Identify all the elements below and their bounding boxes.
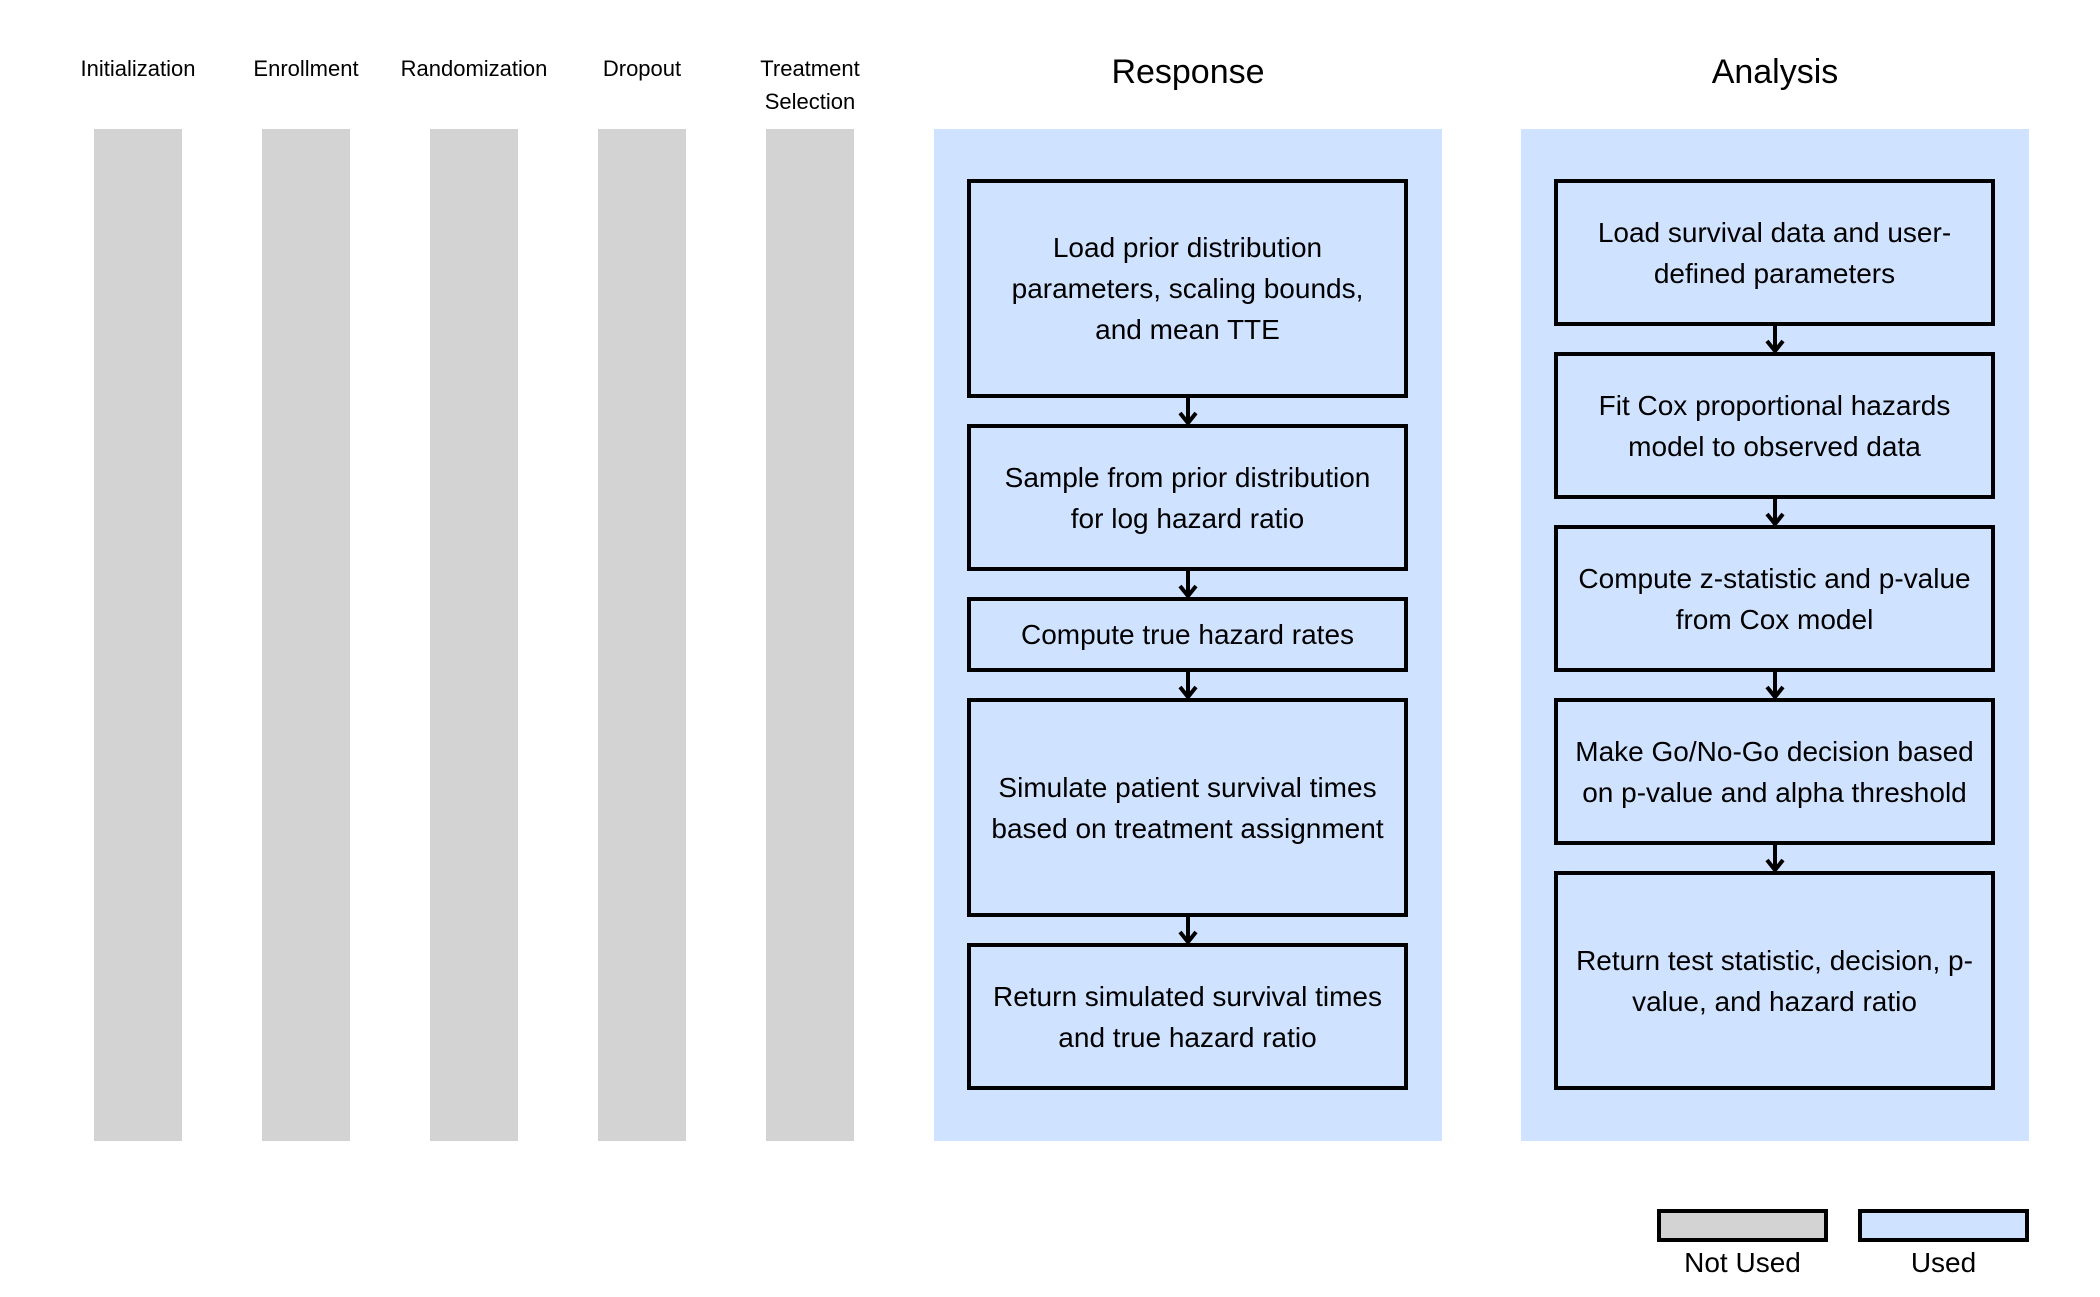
response-step-4: Simulate patient survival times based on…: [967, 698, 1408, 917]
analysis-title: Analysis: [1711, 53, 1839, 91]
dropout-bar: [598, 129, 686, 1141]
response-arrow-3: [1178, 670, 1198, 700]
legend-not-used-swatch: [1657, 1209, 1828, 1242]
initialization-bar: [94, 129, 182, 1141]
enrollment-title: Enrollment: [253, 56, 359, 81]
response-step-2: Sample from prior distribution for log h…: [967, 424, 1408, 571]
analysis-arrow-2: [1765, 497, 1785, 527]
analysis-step-2: Fit Cox proportional hazards model to ob…: [1554, 352, 1995, 499]
response-arrow-2: [1178, 569, 1198, 599]
legend-used-label: Used: [1910, 1247, 1977, 1278]
response-title: Response: [1111, 53, 1265, 91]
response-step-1: Load prior distribution parameters, scal…: [967, 179, 1408, 398]
response-arrow-4: [1178, 915, 1198, 945]
treatment-selection-bar: [766, 129, 854, 1141]
analysis-step-1: Load survival data and user-defined para…: [1554, 179, 1995, 326]
analysis-arrow-3: [1765, 670, 1785, 700]
dropout-title: Dropout: [602, 56, 682, 81]
analysis-step-5: Return test statistic, decision, p-value…: [1554, 871, 1995, 1090]
analysis-step-3: Compute z-statistic and p-value from Cox…: [1554, 525, 1995, 672]
enrollment-bar: [262, 129, 350, 1141]
analysis-arrow-4: [1765, 843, 1785, 873]
response-arrow-1: [1178, 396, 1198, 426]
analysis-arrow-1: [1765, 324, 1785, 354]
treatment-selection-title: Treatment Selection: [760, 56, 860, 114]
legend-used-swatch: [1858, 1209, 2029, 1242]
randomization-title: Randomization: [400, 56, 548, 81]
response-step-3: Compute true hazard rates: [967, 597, 1408, 672]
initialization-title: Initialization: [80, 56, 196, 81]
randomization-bar: [430, 129, 518, 1141]
legend-not-used-label: Not Used: [1684, 1247, 1801, 1278]
analysis-step-4: Make Go/No-Go decision based on p-value …: [1554, 698, 1995, 845]
response-step-5: Return simulated survival times and true…: [967, 943, 1408, 1090]
